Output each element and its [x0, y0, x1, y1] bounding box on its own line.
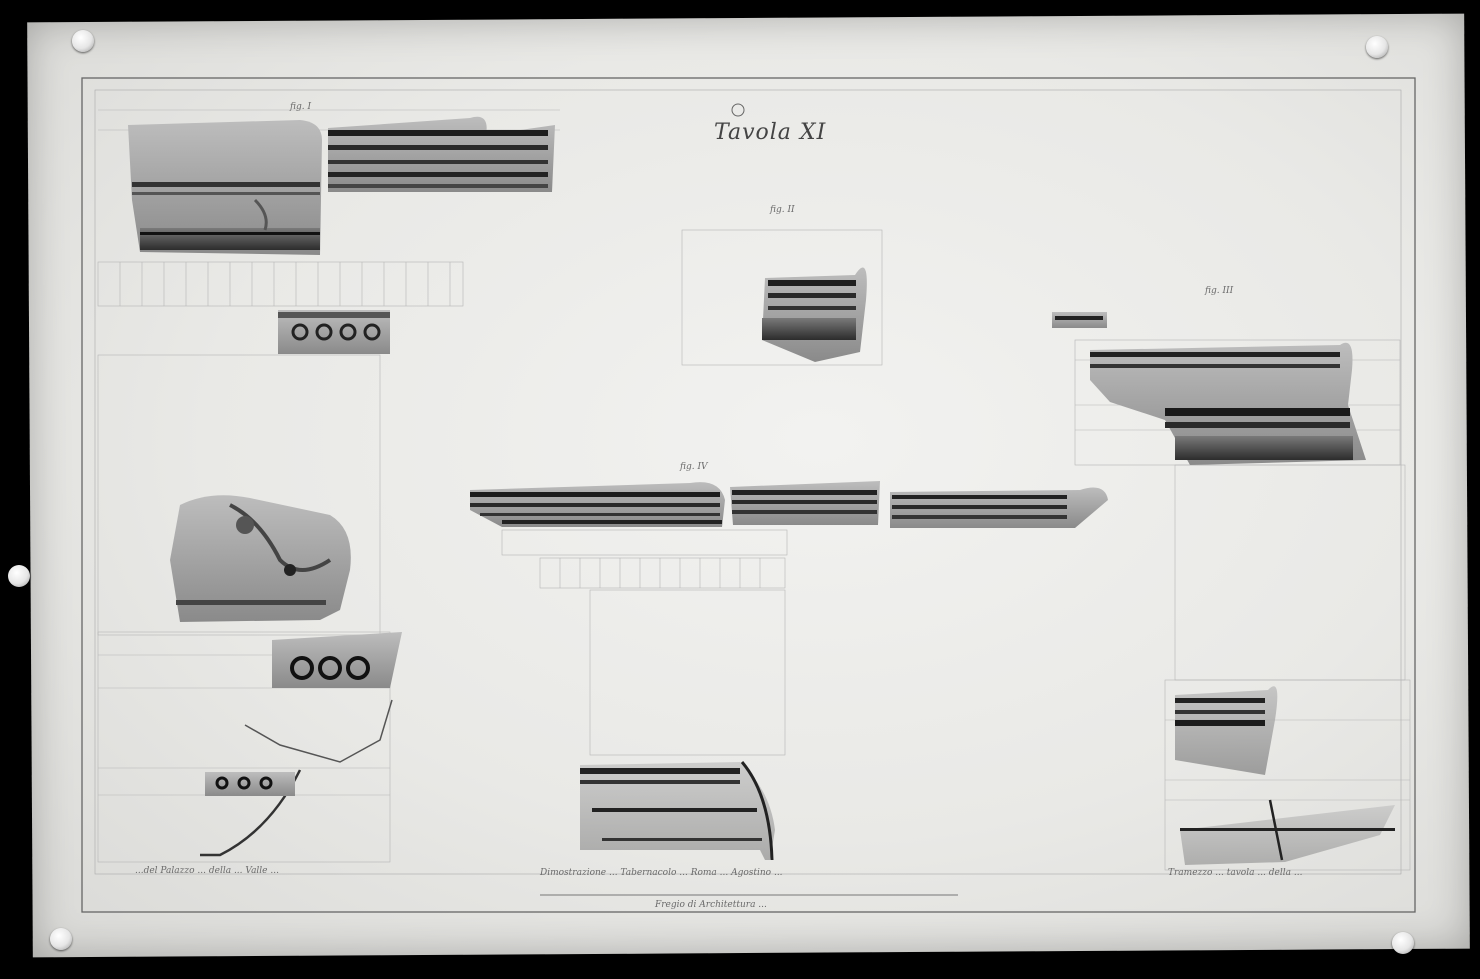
fragment-lower-center — [580, 761, 775, 861]
plate-title: Tavola XI — [714, 120, 827, 145]
caption-right: Tramezzo ... tavola ... della ... — [1168, 868, 1303, 878]
pushpin-top-left — [72, 30, 94, 52]
pushpin-left — [8, 565, 30, 587]
caption-center: Dimostrazione ... Tabernacolo ... Roma .… — [540, 868, 783, 878]
pushpin-bottom-right — [1392, 932, 1414, 954]
fragment-lower-right-lower — [1180, 799, 1395, 865]
fragment-fig4-middle — [730, 481, 880, 525]
fragment-fig1-cornice — [128, 120, 322, 255]
fragment-fig1-egg-and-dart — [278, 310, 390, 354]
figure-label-3: fig. III — [1205, 286, 1234, 296]
fragment-lower-right-upper — [1175, 686, 1278, 775]
caption-left: ...del Palazzo ... della ... Valle ... — [135, 866, 279, 876]
fragment-fig4-long — [470, 482, 725, 527]
fragment-fig4-right — [890, 487, 1108, 528]
figure-label-1: fig. I — [290, 102, 312, 112]
figure-label-4: fig. IV — [680, 462, 708, 472]
fragment-fig3 — [1052, 312, 1366, 465]
inner-border — [94, 89, 1402, 875]
plate-border — [81, 77, 1416, 913]
figure-label-2: fig. II — [770, 205, 795, 215]
pushpin-bottom-left — [50, 928, 72, 950]
fragment-lower-left-moulding — [200, 632, 402, 857]
caption-bottom: Fregio di Architettura ... — [655, 900, 767, 910]
fragment-fig1-moulding — [328, 116, 555, 192]
fragment-fig2 — [762, 267, 867, 362]
pushpin-top-right — [1366, 36, 1388, 58]
fragment-acanthus-block — [170, 495, 351, 622]
